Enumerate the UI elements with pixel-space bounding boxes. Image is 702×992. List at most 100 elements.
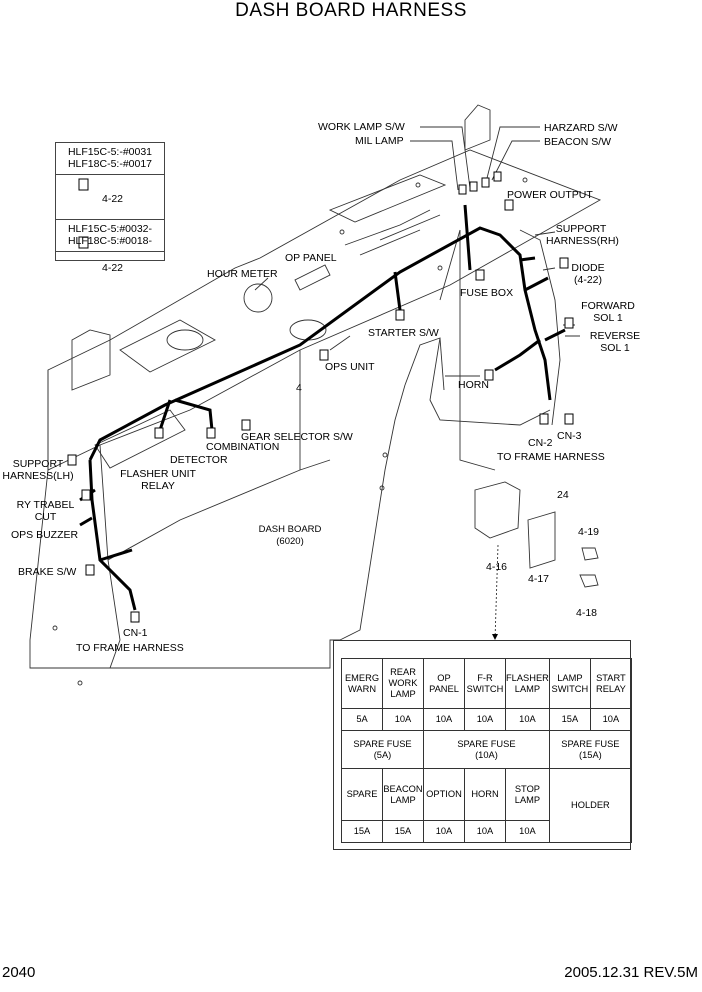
label-power-output: POWER OUTPUT — [507, 189, 593, 201]
spare-fuse-name: SPARE FUSE — [561, 738, 620, 749]
label-ref-4-19: 4-19 — [578, 526, 600, 538]
label-forward-line2: SOL 1 — [593, 312, 623, 324]
label-ref-24: 24 — [557, 489, 569, 501]
label-ref-4: 4 — [296, 382, 302, 394]
label-horn: HORN — [458, 379, 489, 391]
label-gear-selector: GEAR SELECTOR S/W — [241, 431, 353, 443]
fuse-rating: 15A — [548, 708, 591, 731]
label-harzard-sw: HARZARD S/W — [544, 122, 618, 134]
label-ry-line2: CUT — [34, 511, 57, 523]
label-to-frame-harness-right: TO FRAME HARNESS — [497, 451, 605, 463]
spare-fuse-5a: SPARE FUSE(5A) — [341, 730, 424, 769]
fuse-name: OPTION — [423, 768, 465, 821]
spare-fuse-10a: SPARE FUSE(10A) — [423, 730, 550, 769]
fuse-spare-row: SPARE FUSE(5A) SPARE FUSE(10A) SPARE FUS… — [341, 730, 632, 769]
label-support-lh-line1: SUPPORT — [12, 458, 64, 470]
label-detector: DETECTOR — [170, 454, 228, 466]
spare-fuse-rating: (5A) — [373, 749, 392, 760]
label-cn1: CN-1 — [123, 627, 148, 639]
label-dash-board-line2: (6020) — [276, 536, 304, 547]
fuse-rating: 15A — [382, 820, 424, 843]
label-forward-line1: FORWARD — [581, 300, 635, 312]
page-title: DASH BOARD HARNESS — [235, 0, 467, 21]
label-fuse-box: FUSE BOX — [460, 287, 514, 299]
label-ops-unit: OPS UNIT — [325, 361, 375, 373]
label-op-panel: OP PANEL — [285, 252, 337, 264]
spare-fuse-rating: (15A) — [579, 749, 602, 760]
fuse-rating: 10A — [589, 708, 632, 731]
label-beacon-sw: BEACON S/W — [544, 136, 612, 148]
label-reverse-line1: REVERSE — [589, 330, 641, 342]
label-ry-line1: RY TRABEL — [16, 499, 75, 511]
fuse-rating: 10A — [423, 708, 465, 731]
label-ref-4-18: 4-18 — [576, 607, 598, 619]
fuse-name: HORN — [464, 768, 506, 821]
serial-line-4: HLF18C-5:#0018- — [67, 235, 153, 247]
fuse-rating: 10A — [464, 820, 506, 843]
serial-line-3: HLF15C-5:#0032- — [56, 219, 164, 235]
spare-fuse-15a: SPARE FUSE(15A) — [548, 730, 632, 769]
label-ref-4-17: 4-17 — [528, 573, 550, 585]
serial-line-1: HLF15C-5:-#0031 — [67, 146, 153, 158]
fuse-row-2-ratings: 15A 15A 10A 10A 10A — [341, 820, 632, 843]
label-support-rh-line1: SUPPORT — [555, 223, 607, 235]
label-dash-board-line1: DASH BOARD — [258, 524, 322, 535]
fuse-name: SPARE — [341, 768, 383, 821]
label-flasher-line2: RELAY — [141, 480, 175, 492]
label-brake-sw: BRAKE S/W — [18, 566, 77, 578]
fuse-rating: 10A — [423, 820, 465, 843]
label-flasher-line1: FLASHER UNIT — [120, 468, 196, 480]
label-hour-meter: HOUR METER — [207, 268, 278, 280]
label-diode-line2: (4-22) — [573, 274, 602, 286]
spare-fuse-name: SPARE FUSE — [457, 738, 516, 749]
label-reverse-line2: SOL 1 — [600, 342, 630, 354]
spare-fuse-rating: (10A) — [475, 749, 498, 760]
label-dash-board: DASH BOARD(6020) — [250, 524, 330, 548]
fuse-rating: 10A — [382, 708, 424, 731]
spare-fuse-name: SPARE FUSE — [353, 738, 412, 749]
fuse-rating: 5A — [341, 708, 383, 731]
label-diode: DIODE(4-22) — [568, 262, 608, 286]
fuse-rating: 15A — [341, 820, 383, 843]
fuse-rating: 10A — [505, 820, 550, 843]
label-cn3: CN-3 — [557, 430, 582, 442]
fuse-rating: 10A — [505, 708, 550, 731]
serial-number-box: HLF15C-5:-#0031 HLF18C-5:-#0017 4-22 HLF… — [55, 142, 165, 274]
label-starter-sw: STARTER S/W — [368, 327, 439, 339]
serial-ref-2: 4-22 — [56, 251, 164, 274]
label-combination: COMBINATION — [206, 441, 280, 453]
label-support-lh-line2: HARNESS(LH) — [2, 470, 74, 482]
label-work-lamp-sw: WORK LAMP S/W — [318, 121, 405, 133]
fuse-holder: HOLDER — [548, 768, 632, 843]
page-number: 2040 — [2, 964, 36, 981]
label-cn2: CN-2 — [528, 437, 553, 449]
fuse-rating: 10A — [464, 708, 506, 731]
label-to-frame-harness-left: TO FRAME HARNESS — [76, 642, 184, 654]
serial-line-2: HLF18C-5:-#0017 — [67, 158, 153, 170]
label-ref-4-16: 4-16 — [486, 561, 508, 573]
fuse-row-1-ratings: 5A 10A 10A 10A 10A 15A 10A — [341, 708, 632, 731]
serial-ref-1: 4-22 — [56, 174, 164, 205]
label-support-rh-line2: HARNESS(RH) — [546, 235, 619, 247]
revision-date: 2005.12.31 REV.5M — [564, 964, 698, 981]
label-ops-buzzer: OPS BUZZER — [11, 529, 79, 541]
